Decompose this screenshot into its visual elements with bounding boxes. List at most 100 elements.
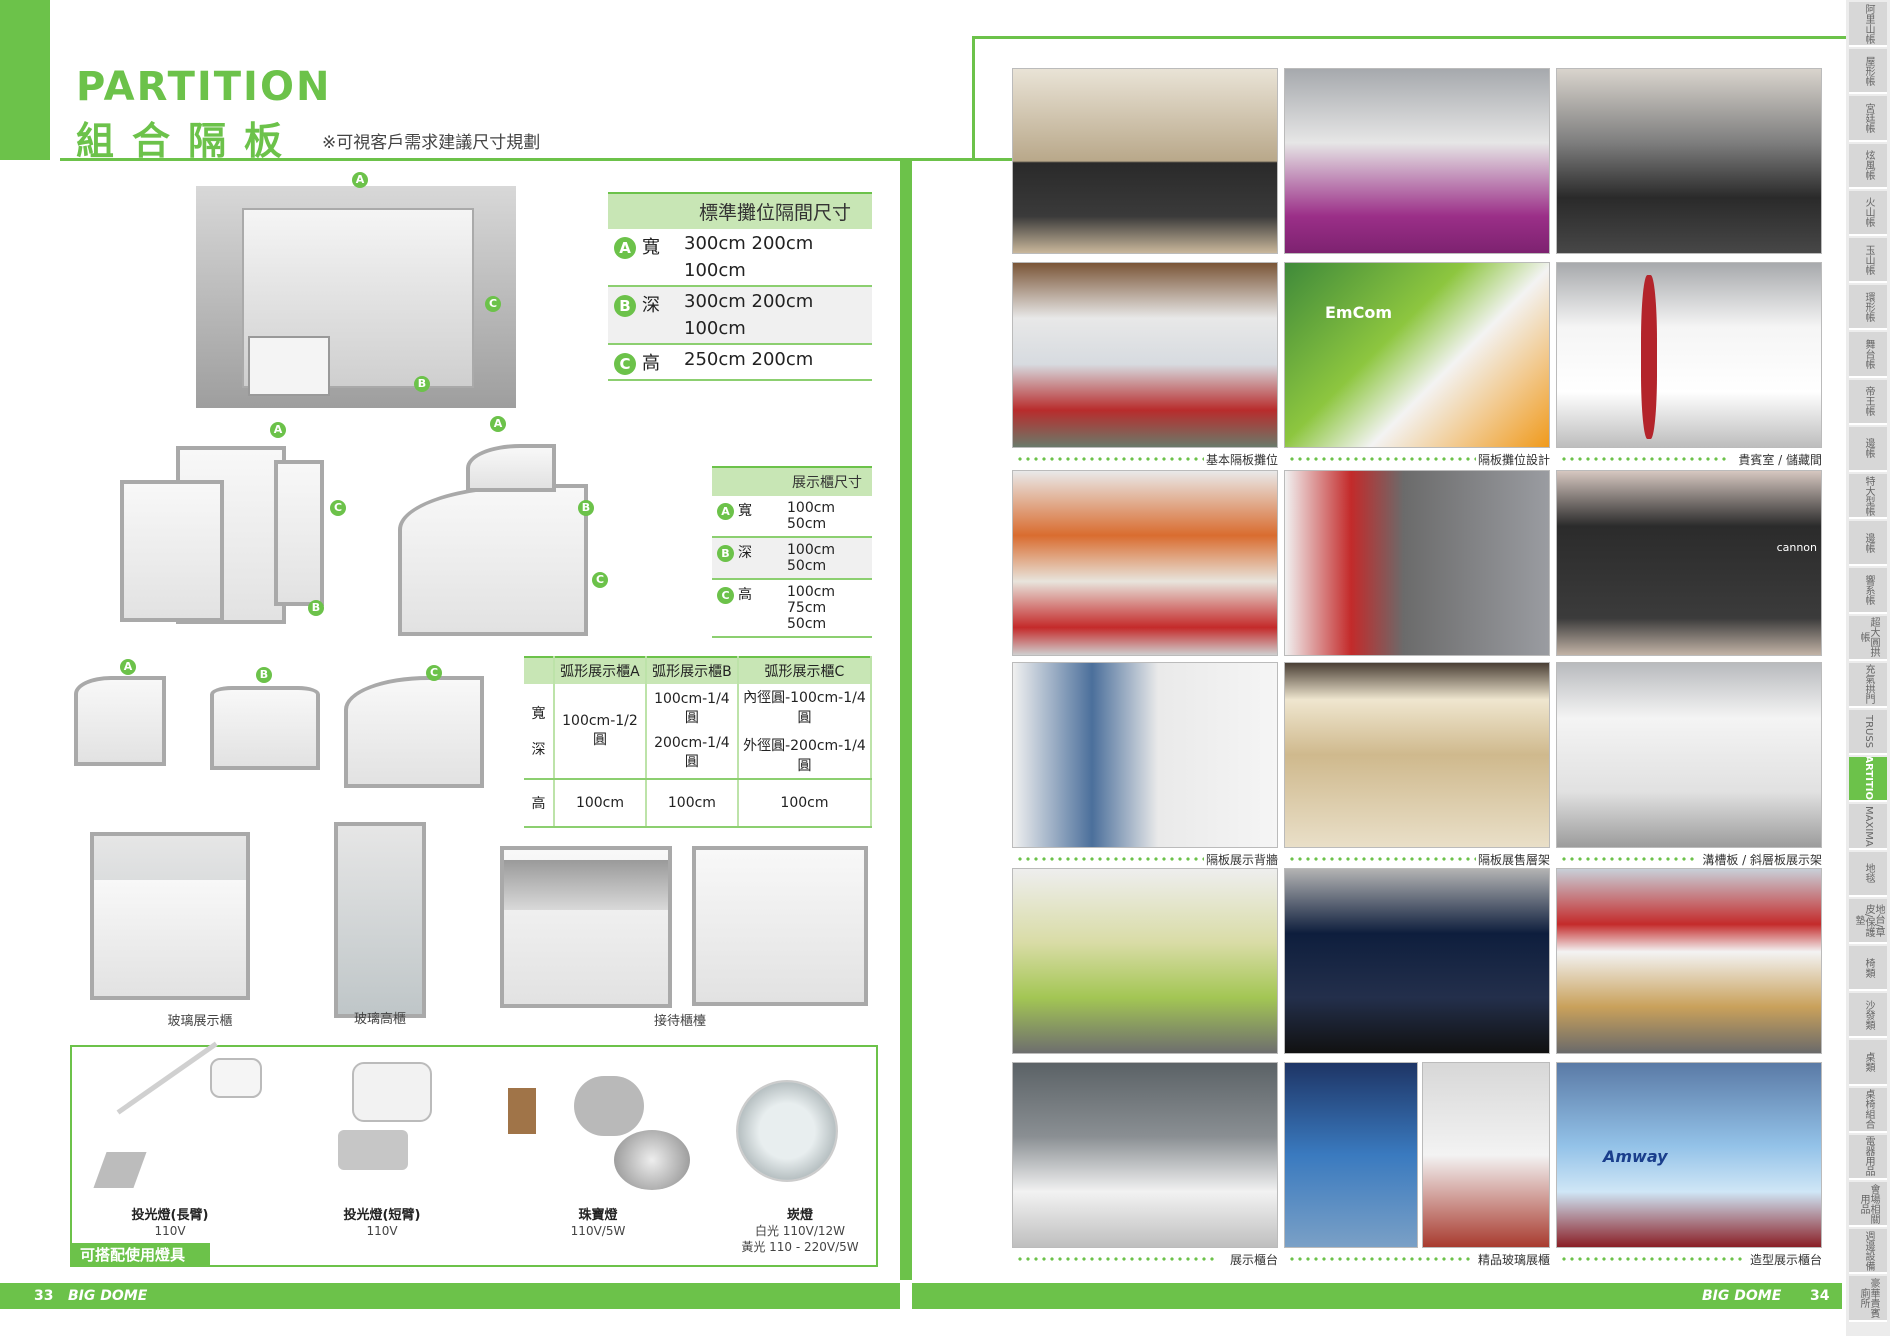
light-item-4: 崁燈 白光 110V/12W 黃光 110 - 220V/5W <box>730 1204 870 1255</box>
light-spec-3: 110V/5W <box>570 1224 626 1238</box>
arc-cabinet-a <box>74 676 166 766</box>
caption-booth-design: 隔板攤位設計 <box>1477 453 1550 467</box>
center-divider <box>900 160 912 1280</box>
caption-shaped-counter: 造型展示櫃台 <box>1749 1253 1822 1267</box>
side-tab-13[interactable]: 超大圓拱帳 <box>1849 615 1887 661</box>
marker-c: C <box>485 296 501 312</box>
arc-header-c: 弧形展示櫃C <box>737 656 873 684</box>
std-width-values-2: 100cm <box>684 260 746 281</box>
side-tab-6[interactable]: 環形帳 <box>1849 285 1887 331</box>
side-tab-1[interactable]: 屋形帳 <box>1849 49 1887 95</box>
light-spec-2: 110V <box>366 1224 398 1238</box>
light-name-3: 珠寶燈 <box>578 1208 618 1223</box>
emcom-logo-text: EmCom <box>1325 303 1393 322</box>
label-glass-display: 玻璃展示櫃 <box>167 1014 233 1029</box>
side-tab-22[interactable]: 桌類 <box>1849 1040 1887 1086</box>
side-tab-10[interactable]: 特大型帳 <box>1849 474 1887 520</box>
green-band <box>0 0 50 160</box>
title-divider <box>972 36 975 160</box>
side-tab-21[interactable]: 沙發類 <box>1849 993 1887 1039</box>
caption-backwall: 隔板展示背牆 <box>1205 853 1278 867</box>
recessed-lamp <box>736 1080 838 1182</box>
arc-b-width: 100cm-1/4圓 <box>654 691 730 726</box>
light-item-3: 珠寶燈 110V/5W <box>528 1204 668 1239</box>
std-key-height: 高 <box>642 353 660 374</box>
side-tab-9[interactable]: 邊帳 <box>1849 426 1887 472</box>
caption-glass-case: 精品玻璃展櫃 <box>1477 1253 1550 1267</box>
cab-marker-c: C <box>330 500 346 516</box>
side-tab-4[interactable]: 火山帳 <box>1849 190 1887 236</box>
caption-basic-booth: 基本隔板攤位 <box>1205 453 1278 467</box>
side-tab-26[interactable]: 週邊設備 <box>1849 1229 1887 1275</box>
side-tab-7[interactable]: 舞台帳 <box>1849 332 1887 378</box>
photo-slatwall <box>1556 662 1822 848</box>
display-key-width: 寬 <box>738 503 752 519</box>
caption-dots-2 <box>1288 457 1476 461</box>
side-tab-23[interactable]: 桌椅組合 <box>1849 1087 1887 1133</box>
arc-a-wd: 100cm-1/2圓 <box>554 684 647 780</box>
std-mark-c: C <box>614 353 636 375</box>
title-note: ※可視客戶需求建議尺寸規劃 <box>322 133 541 153</box>
side-tab-3[interactable]: 炫風帳 <box>1849 143 1887 189</box>
footer-right: BIG DOME 34 <box>912 1283 1842 1309</box>
side-tab-27[interactable]: 豪華貴賓廁所 <box>1849 1276 1887 1322</box>
label-reception: 接待櫃檯 <box>653 1014 706 1029</box>
step-cabinet-side <box>274 460 324 606</box>
arc-marker-c: C <box>592 572 608 588</box>
display-key-depth: 深 <box>738 545 752 561</box>
std-table-header: 標準攤位隔間尺寸 <box>678 192 872 229</box>
std-key-depth: 深 <box>642 295 660 316</box>
arc-small-marker-b: B <box>256 667 272 683</box>
side-tab-5[interactable]: 玉山帳 <box>1849 238 1887 284</box>
photo-amway-counter: Amway <box>1556 1062 1822 1248</box>
side-tab-17[interactable]: MAXIMA <box>1849 804 1887 850</box>
display-table-header: 展示櫃尺寸 <box>782 466 872 496</box>
side-tab-8[interactable]: 帝王帳 <box>1849 379 1887 425</box>
std-height-values: 250cm 200cm <box>684 349 814 370</box>
caption-dots-1 <box>1016 457 1204 461</box>
light-spec-1: 110V <box>154 1224 186 1238</box>
page-title-zh: 組合隔板 <box>76 119 301 163</box>
photo-exhibit-hall <box>1284 68 1550 254</box>
caption-dots-6 <box>1560 857 1694 861</box>
cab-marker-b: B <box>308 600 324 616</box>
side-tab-24[interactable]: 電器用品 <box>1849 1134 1887 1180</box>
step-cabinet-low <box>120 480 224 622</box>
marker-a: A <box>352 172 368 188</box>
side-tab-0[interactable]: 阿里山帳 <box>1849 2 1887 48</box>
glass-tall-cabinet <box>334 822 426 1018</box>
side-tab-18[interactable]: 地毯 <box>1849 851 1887 897</box>
caption-slatwall: 溝槽板 / 斜層板展示架 <box>1702 853 1822 867</box>
page-number-right: 34 <box>1810 1288 1830 1304</box>
label-glass-tall: 玻璃高櫃 <box>353 1012 406 1027</box>
side-tab-19[interactable]: 地台/草皮/保護墊 <box>1849 898 1887 944</box>
photo-dark-partition <box>1556 68 1822 254</box>
side-tab-11[interactable]: 邊帳 <box>1849 521 1887 567</box>
caption-dots-8 <box>1288 1257 1472 1261</box>
marker-b: B <box>414 376 430 392</box>
side-tab-16[interactable]: PARTITION <box>1849 757 1887 803</box>
light-name-1: 投光燈(長臂) <box>131 1208 209 1223</box>
display-mark-b: B <box>717 545 734 562</box>
booth-desk <box>248 336 330 396</box>
display-depth-values: 100cm 50cm <box>782 537 872 580</box>
side-tab-15[interactable]: TRUSS <box>1849 710 1887 756</box>
arc-small-marker-a: A <box>120 659 136 675</box>
caption-shelf: 隔板展售層架 <box>1477 853 1550 867</box>
light-name-4: 崁燈 <box>786 1208 813 1223</box>
side-tab-25[interactable]: 會場相關用品 <box>1849 1182 1887 1228</box>
caption-dots-9 <box>1560 1257 1744 1261</box>
side-tab-12[interactable]: 響系帳 <box>1849 568 1887 614</box>
brand-left: BIG DOME <box>68 1288 148 1304</box>
caption-dots-4 <box>1016 857 1204 861</box>
side-tab-20[interactable]: 椅類 <box>1849 946 1887 992</box>
page-number-left: 33 <box>34 1288 54 1304</box>
booth-image <box>196 186 516 408</box>
amway-logo-text: Amway <box>1603 1147 1668 1166</box>
side-tab-2[interactable]: 宮廷帳 <box>1849 96 1887 142</box>
short-arm-lamp-clip <box>338 1130 408 1170</box>
side-tab-14[interactable]: 充氣拱門 <box>1849 662 1887 708</box>
arc-b-height: 100cm <box>645 779 739 828</box>
